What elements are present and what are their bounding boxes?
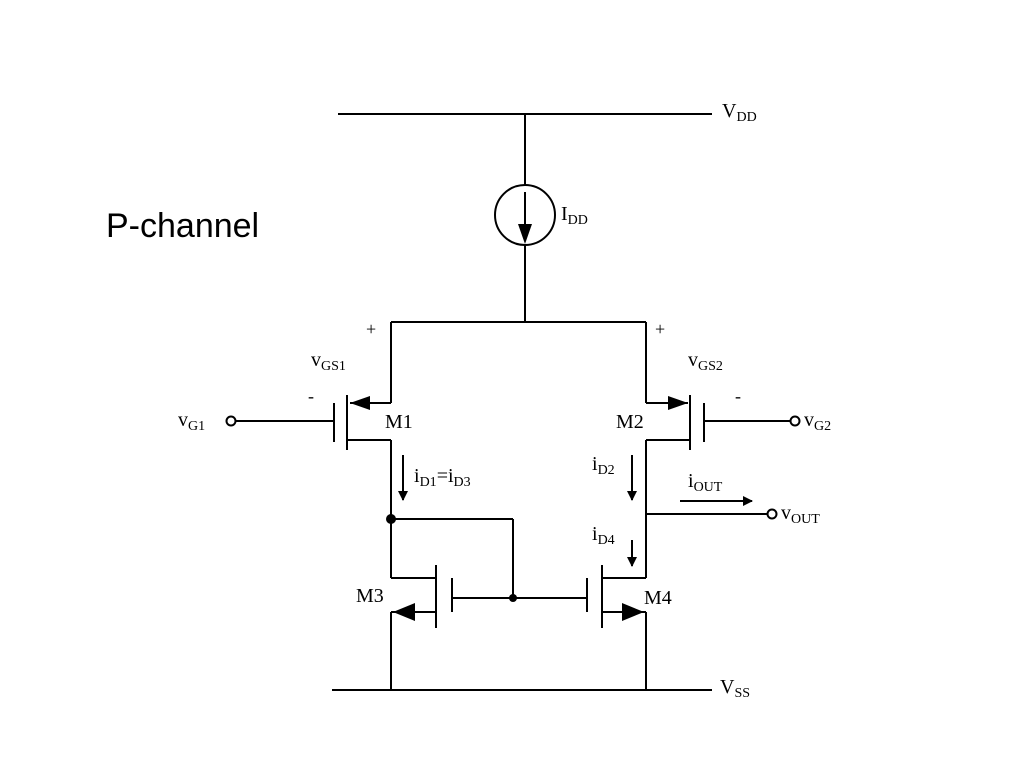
idd-label: IDD xyxy=(561,203,588,228)
vg1-terminal xyxy=(225,415,237,427)
vgs2-minus: - xyxy=(735,386,741,406)
m2-label: M2 xyxy=(616,411,644,433)
m2-source-arrowhead xyxy=(668,396,688,410)
m4-label: M4 xyxy=(644,587,672,609)
vgs2-label: vGS2 xyxy=(688,349,723,374)
vgs1-minus: - xyxy=(308,386,314,406)
m1-label: M1 xyxy=(385,411,413,433)
m3-label: M3 xyxy=(356,585,384,607)
diagram-title: P-channel xyxy=(106,207,260,245)
vgs1-plus: + xyxy=(366,319,376,339)
vg2-terminal xyxy=(789,415,801,427)
vg1-label: vG1 xyxy=(178,409,205,434)
id1-id3-label: iD1=iD3 xyxy=(414,465,471,490)
left-node-dot xyxy=(386,514,396,524)
vout-terminal xyxy=(766,508,778,520)
vgs1-label: vGS1 xyxy=(311,349,346,374)
id2-label: iD2 xyxy=(592,453,615,478)
gate-node-dot xyxy=(509,594,517,602)
id4-label: iD4 xyxy=(592,523,615,548)
m1-source-arrowhead xyxy=(350,396,370,410)
vgs2-plus: + xyxy=(655,319,665,339)
vg2-label: vG2 xyxy=(804,409,831,434)
m4-source-arrowhead xyxy=(622,603,644,621)
iout-label: iOUT xyxy=(688,470,723,495)
current-source-arrowhead xyxy=(518,224,532,244)
m3-source-arrowhead xyxy=(393,603,415,621)
vout-label: vOUT xyxy=(781,502,820,527)
vss-label: VSS xyxy=(720,676,750,701)
vdd-label: VDD xyxy=(722,100,757,125)
